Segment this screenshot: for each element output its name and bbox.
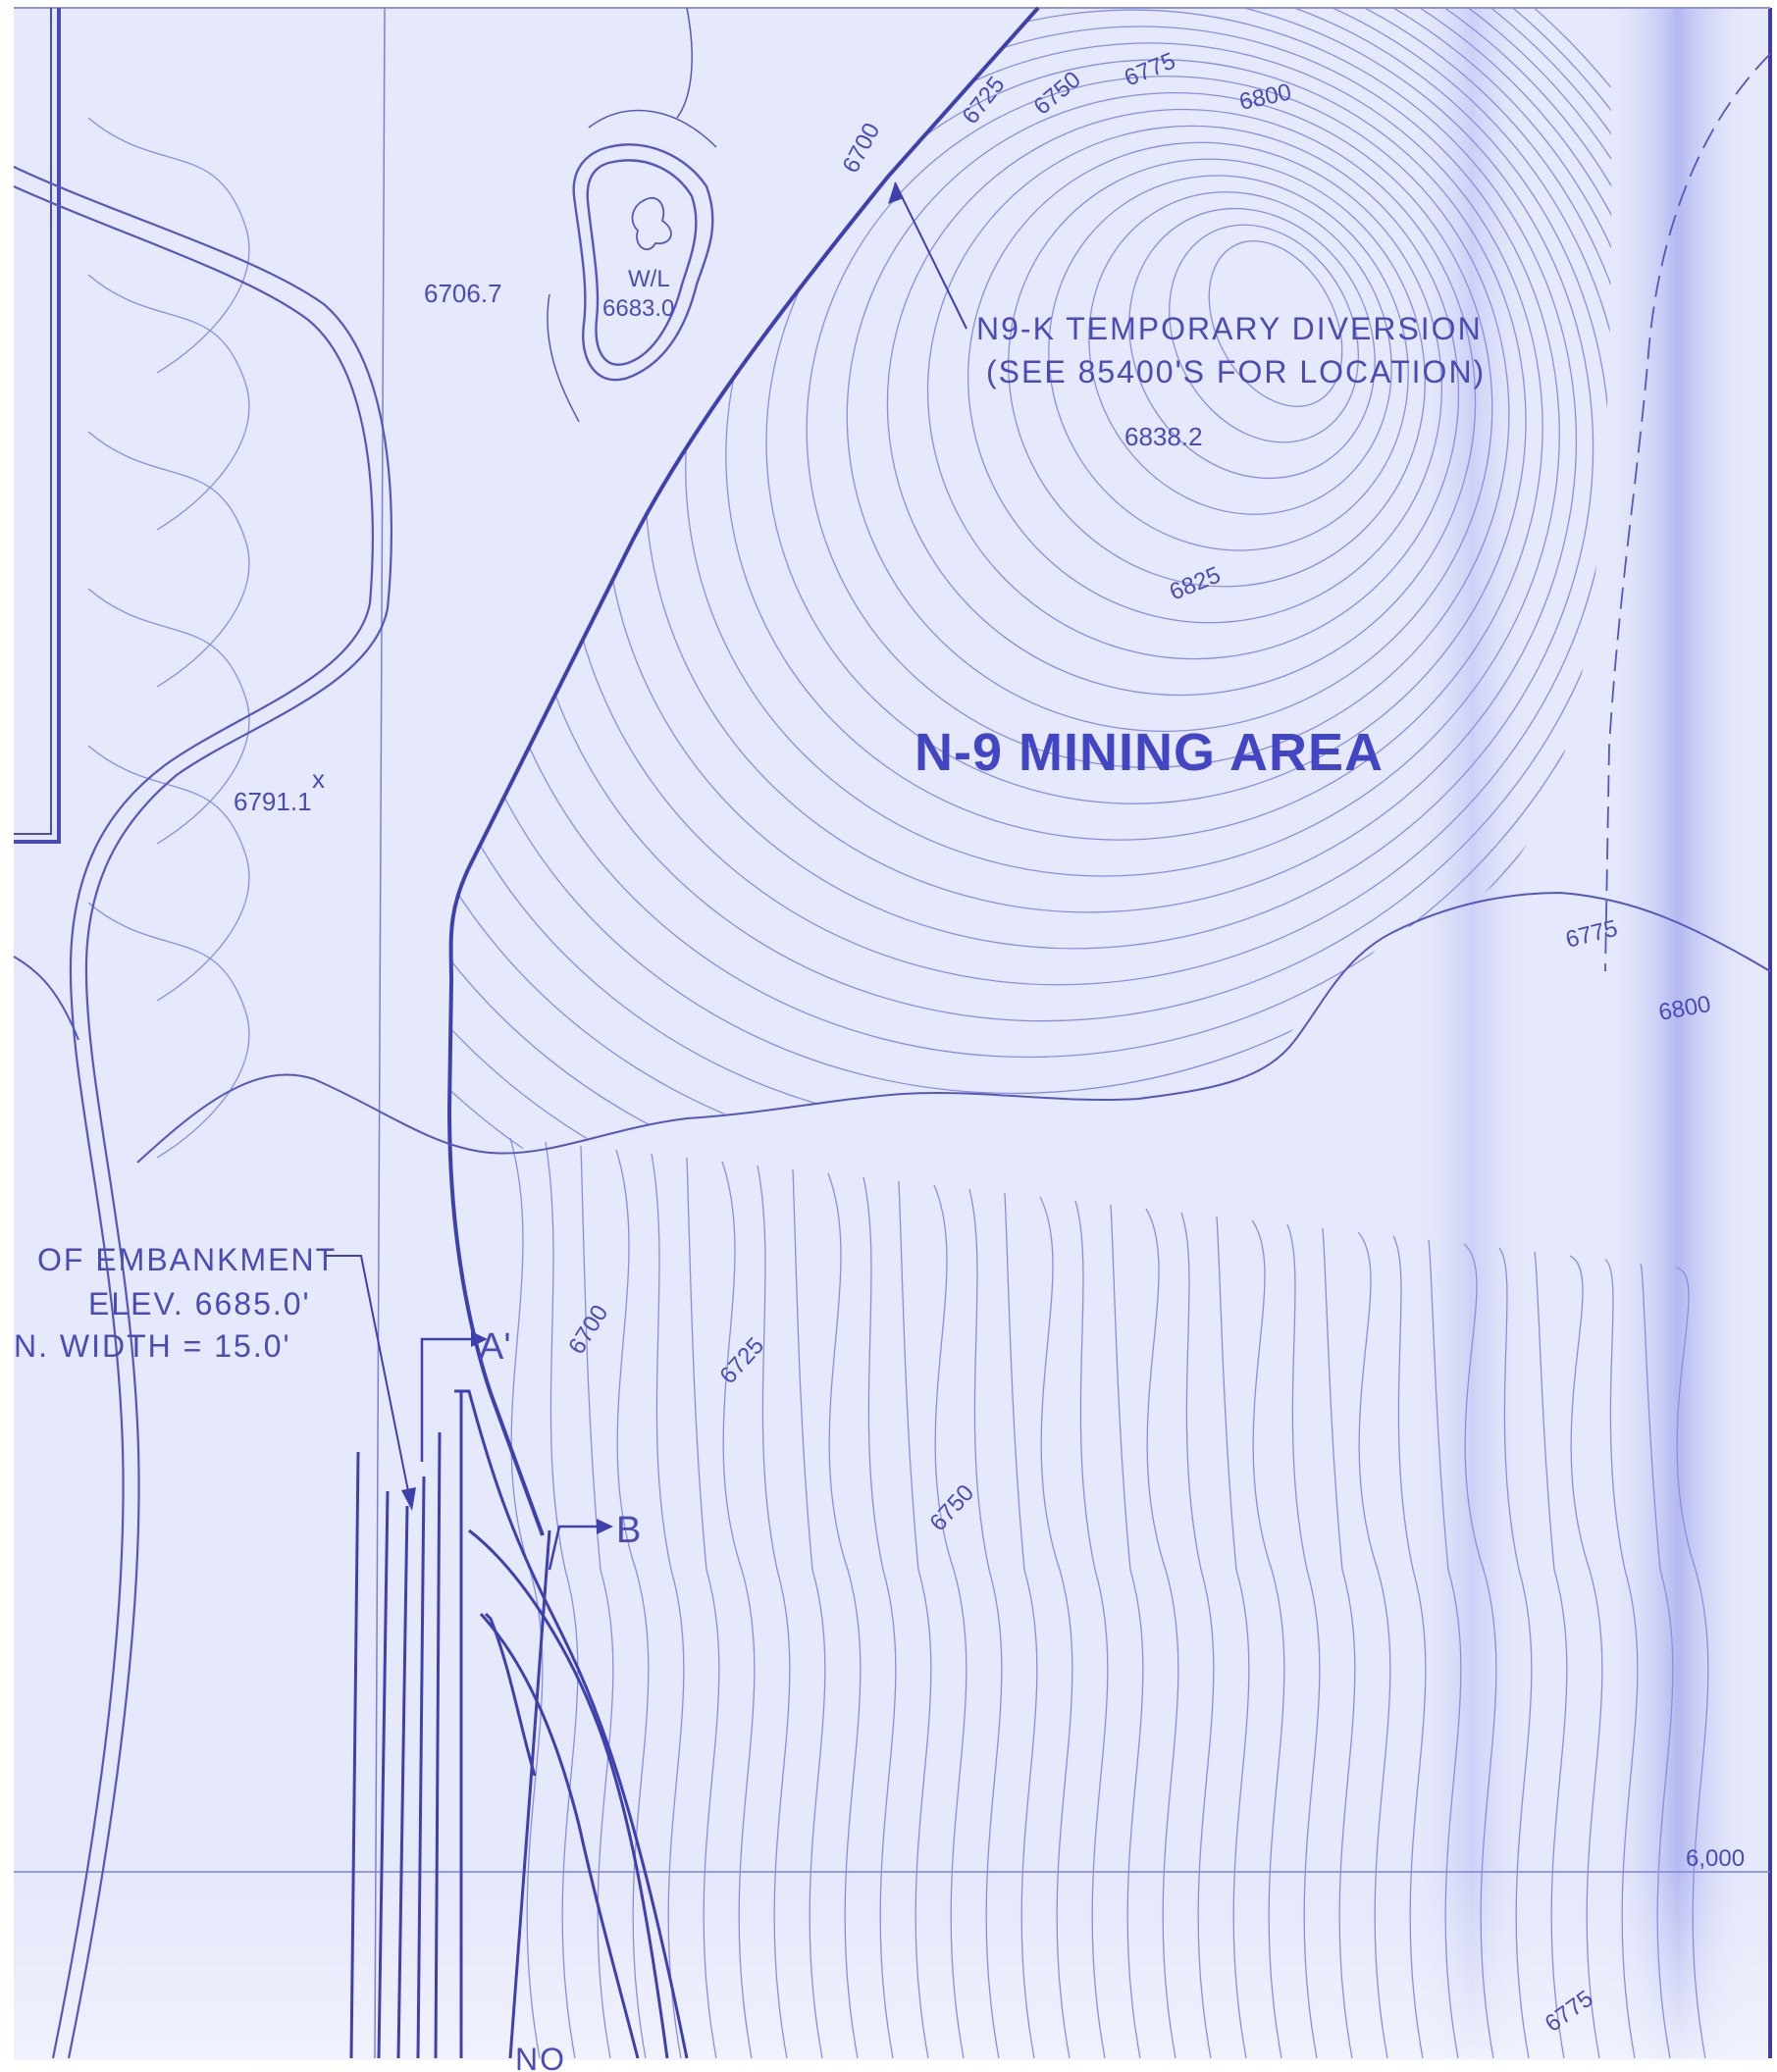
spot-elevation-1: 6706.7 [424,279,502,308]
title-block-frame [14,8,61,844]
map-area-title: N-9 MINING AREA [915,723,1384,782]
section-label-a: A' [479,1326,511,1368]
section-label-b: B [616,1510,641,1551]
right-shaded-band-2 [1413,8,1531,2058]
bottom-fade [14,1864,1770,2060]
diversion-note-line2: (SEE 85400'S FOR LOCATION) [986,354,1486,389]
embankment-note-line1: OF EMBANKMENT [37,1242,337,1277]
spot-elevation-marker: x [312,764,325,794]
embankment-leader-arrow [401,1487,416,1511]
water-level-value: 6683.0 [602,295,674,322]
diversion-leader [894,181,967,330]
embankment-note-line2: ELEV. 6685.0' [88,1286,311,1321]
diversion-note-line1: N9-K TEMPORARY DIVERSION [976,311,1483,346]
pond [547,7,717,423]
boundary-dashed-line [1604,53,1771,972]
corner-fragment-text: NO [515,2042,566,2072]
ridge-contour-line [136,891,1771,1164]
section-marker-b [548,1519,613,1571]
right-shaded-band [1609,8,1747,2058]
spot-elevation-3: 6791.1 [234,787,312,816]
water-level-label: W/L [628,266,670,292]
embankment-section-lines [349,1389,689,2059]
grid-lines [14,7,1770,2059]
embankment-leader [324,1255,411,1502]
diversion-channel-line [446,6,1040,1536]
section-marker-a [420,1331,488,1462]
diversion-leader-arrow [888,182,904,204]
embankment-note-line3: N. WIDTH = 15.0' [14,1328,291,1364]
spot-elevation-2: 6838.2 [1124,422,1203,451]
grid-coordinate-label: 6,000 [1686,1845,1745,1872]
road [13,166,392,2059]
